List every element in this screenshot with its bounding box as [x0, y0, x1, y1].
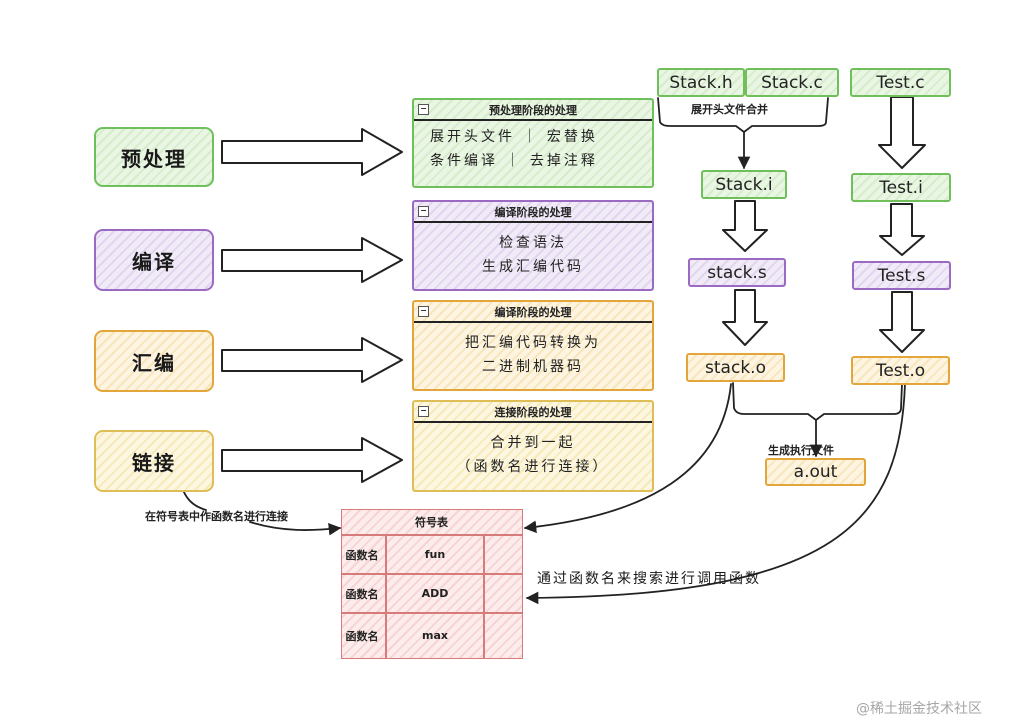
table-row-extra	[483, 612, 523, 659]
panel-header: − 编译阶段的处理	[414, 302, 652, 323]
panel-header: − 预处理阶段的处理	[414, 100, 652, 121]
collapse-toggle-icon[interactable]: −	[418, 104, 429, 115]
panel-header: − 连接阶段的处理	[414, 402, 652, 423]
file-label: Stack.c	[761, 72, 823, 93]
table-row-key: 函数名	[340, 534, 387, 575]
stage-label: 汇编	[132, 350, 176, 375]
file-test-o: Test.o	[851, 356, 950, 385]
table-row-value: max	[385, 612, 485, 659]
link-brace	[732, 382, 903, 422]
file-label: Test.s	[877, 265, 926, 286]
table-row-value: fun	[385, 534, 485, 575]
left-note: 在符号表中作函数名进行连接	[145, 510, 288, 523]
table-row-key: 函数名	[340, 573, 387, 614]
panel-line: 生成汇编代码	[482, 259, 584, 275]
cell-text: 函数名	[345, 587, 379, 601]
file-label: stack.o	[705, 357, 766, 378]
file-stack-c: Stack.c	[745, 68, 839, 97]
stage-compile: 编译	[94, 229, 214, 291]
panel-title: 连接阶段的处理	[494, 405, 572, 419]
flow-arrow-assemble	[221, 337, 403, 383]
curve-test-o-to-table	[525, 383, 906, 605]
panel-preprocess: − 预处理阶段的处理 展开头文件 ｜ 宏替换 条件编译 ｜ 去掉注释	[412, 98, 654, 188]
file-label: Test.i	[879, 177, 923, 198]
curve-link-to-note	[182, 489, 207, 511]
curve-stack-o-to-table	[523, 383, 732, 534]
flow-arrow-preprocess	[221, 128, 403, 176]
down-arrow-stack-s	[722, 289, 768, 346]
flow-arrow-link	[221, 437, 403, 483]
panel-title: 编译阶段的处理	[494, 205, 572, 219]
panel-line: 把汇编代码转换为	[465, 335, 601, 351]
symbol-table-title: 符号表	[415, 516, 448, 529]
down-arrow-stack-i	[722, 200, 768, 252]
panel-compile: − 编译阶段的处理 检查语法 生成汇编代码	[412, 200, 654, 291]
collapse-toggle-icon[interactable]: −	[418, 206, 429, 217]
file-stack-h: Stack.h	[657, 68, 745, 97]
flow-arrow-compile	[221, 237, 403, 283]
file-label: Test.o	[875, 360, 926, 381]
panel-line: 条件编译 ｜ 去掉注释	[430, 153, 598, 169]
file-label: Stack.h	[669, 72, 733, 93]
file-stack-o: stack.o	[686, 353, 785, 382]
stage-preprocess: 预处理	[94, 127, 214, 187]
file-test-s: Test.s	[852, 261, 951, 290]
file-label: Test.c	[876, 72, 925, 93]
curve-note-to-table	[249, 521, 342, 536]
symbol-table: 符号表 函数名 fun 函数名 ADD 函数名 max	[340, 508, 523, 659]
stage-assemble: 汇编	[94, 330, 214, 392]
symbol-table-header: 符号表	[340, 508, 523, 536]
merge-label: 展开头文件合并	[691, 103, 768, 116]
down-arrow-test-c	[878, 96, 926, 169]
stage-link: 链接	[94, 430, 214, 492]
table-row-key: 函数名	[340, 612, 387, 659]
file-stack-i: Stack.i	[701, 170, 787, 199]
table-row-value: ADD	[385, 573, 485, 614]
collapse-toggle-icon[interactable]: −	[418, 406, 429, 417]
panel-link: − 连接阶段的处理 合并到一起 （函数名进行连接）	[412, 400, 654, 492]
file-stack-s: stack.s	[688, 258, 786, 287]
cell-text: max	[422, 629, 448, 642]
cell-text: ADD	[421, 587, 449, 600]
file-label: stack.s	[707, 262, 767, 283]
file-a-out: a.out	[765, 458, 866, 486]
table-row-extra	[483, 534, 523, 575]
panel-line: （函数名进行连接）	[456, 459, 610, 475]
file-test-c: Test.c	[850, 68, 951, 97]
panel-line: 展开头文件 ｜ 宏替换	[430, 129, 598, 145]
file-test-i: Test.i	[851, 173, 951, 202]
panel-title: 编译阶段的处理	[494, 305, 572, 319]
panel-line: 检查语法	[499, 235, 567, 251]
panel-line: 合并到一起	[490, 435, 576, 451]
stage-label: 预处理	[121, 146, 187, 171]
watermark: @稀土掘金技术社区	[856, 701, 982, 717]
cell-text: fun	[424, 548, 446, 561]
panel-title: 预处理阶段的处理	[489, 103, 577, 117]
panel-assemble: − 编译阶段的处理 把汇编代码转换为 二进制机器码	[412, 300, 654, 391]
file-label: a.out	[793, 462, 838, 482]
panel-header: − 编译阶段的处理	[414, 202, 652, 223]
down-arrow-test-i	[879, 203, 925, 256]
exe-label: 生成执行文件	[768, 444, 834, 457]
collapse-toggle-icon[interactable]: −	[418, 306, 429, 317]
cell-text: 函数名	[345, 629, 379, 643]
panel-line: 二进制机器码	[482, 359, 584, 375]
down-arrow-test-s	[879, 291, 925, 353]
right-note: 通过函数名来搜索进行调用函数	[537, 571, 761, 587]
stage-label: 链接	[132, 450, 176, 475]
file-label: Stack.i	[715, 174, 773, 195]
stage-label: 编译	[132, 249, 176, 274]
table-row-extra	[483, 573, 523, 614]
cell-text: 函数名	[345, 548, 379, 562]
